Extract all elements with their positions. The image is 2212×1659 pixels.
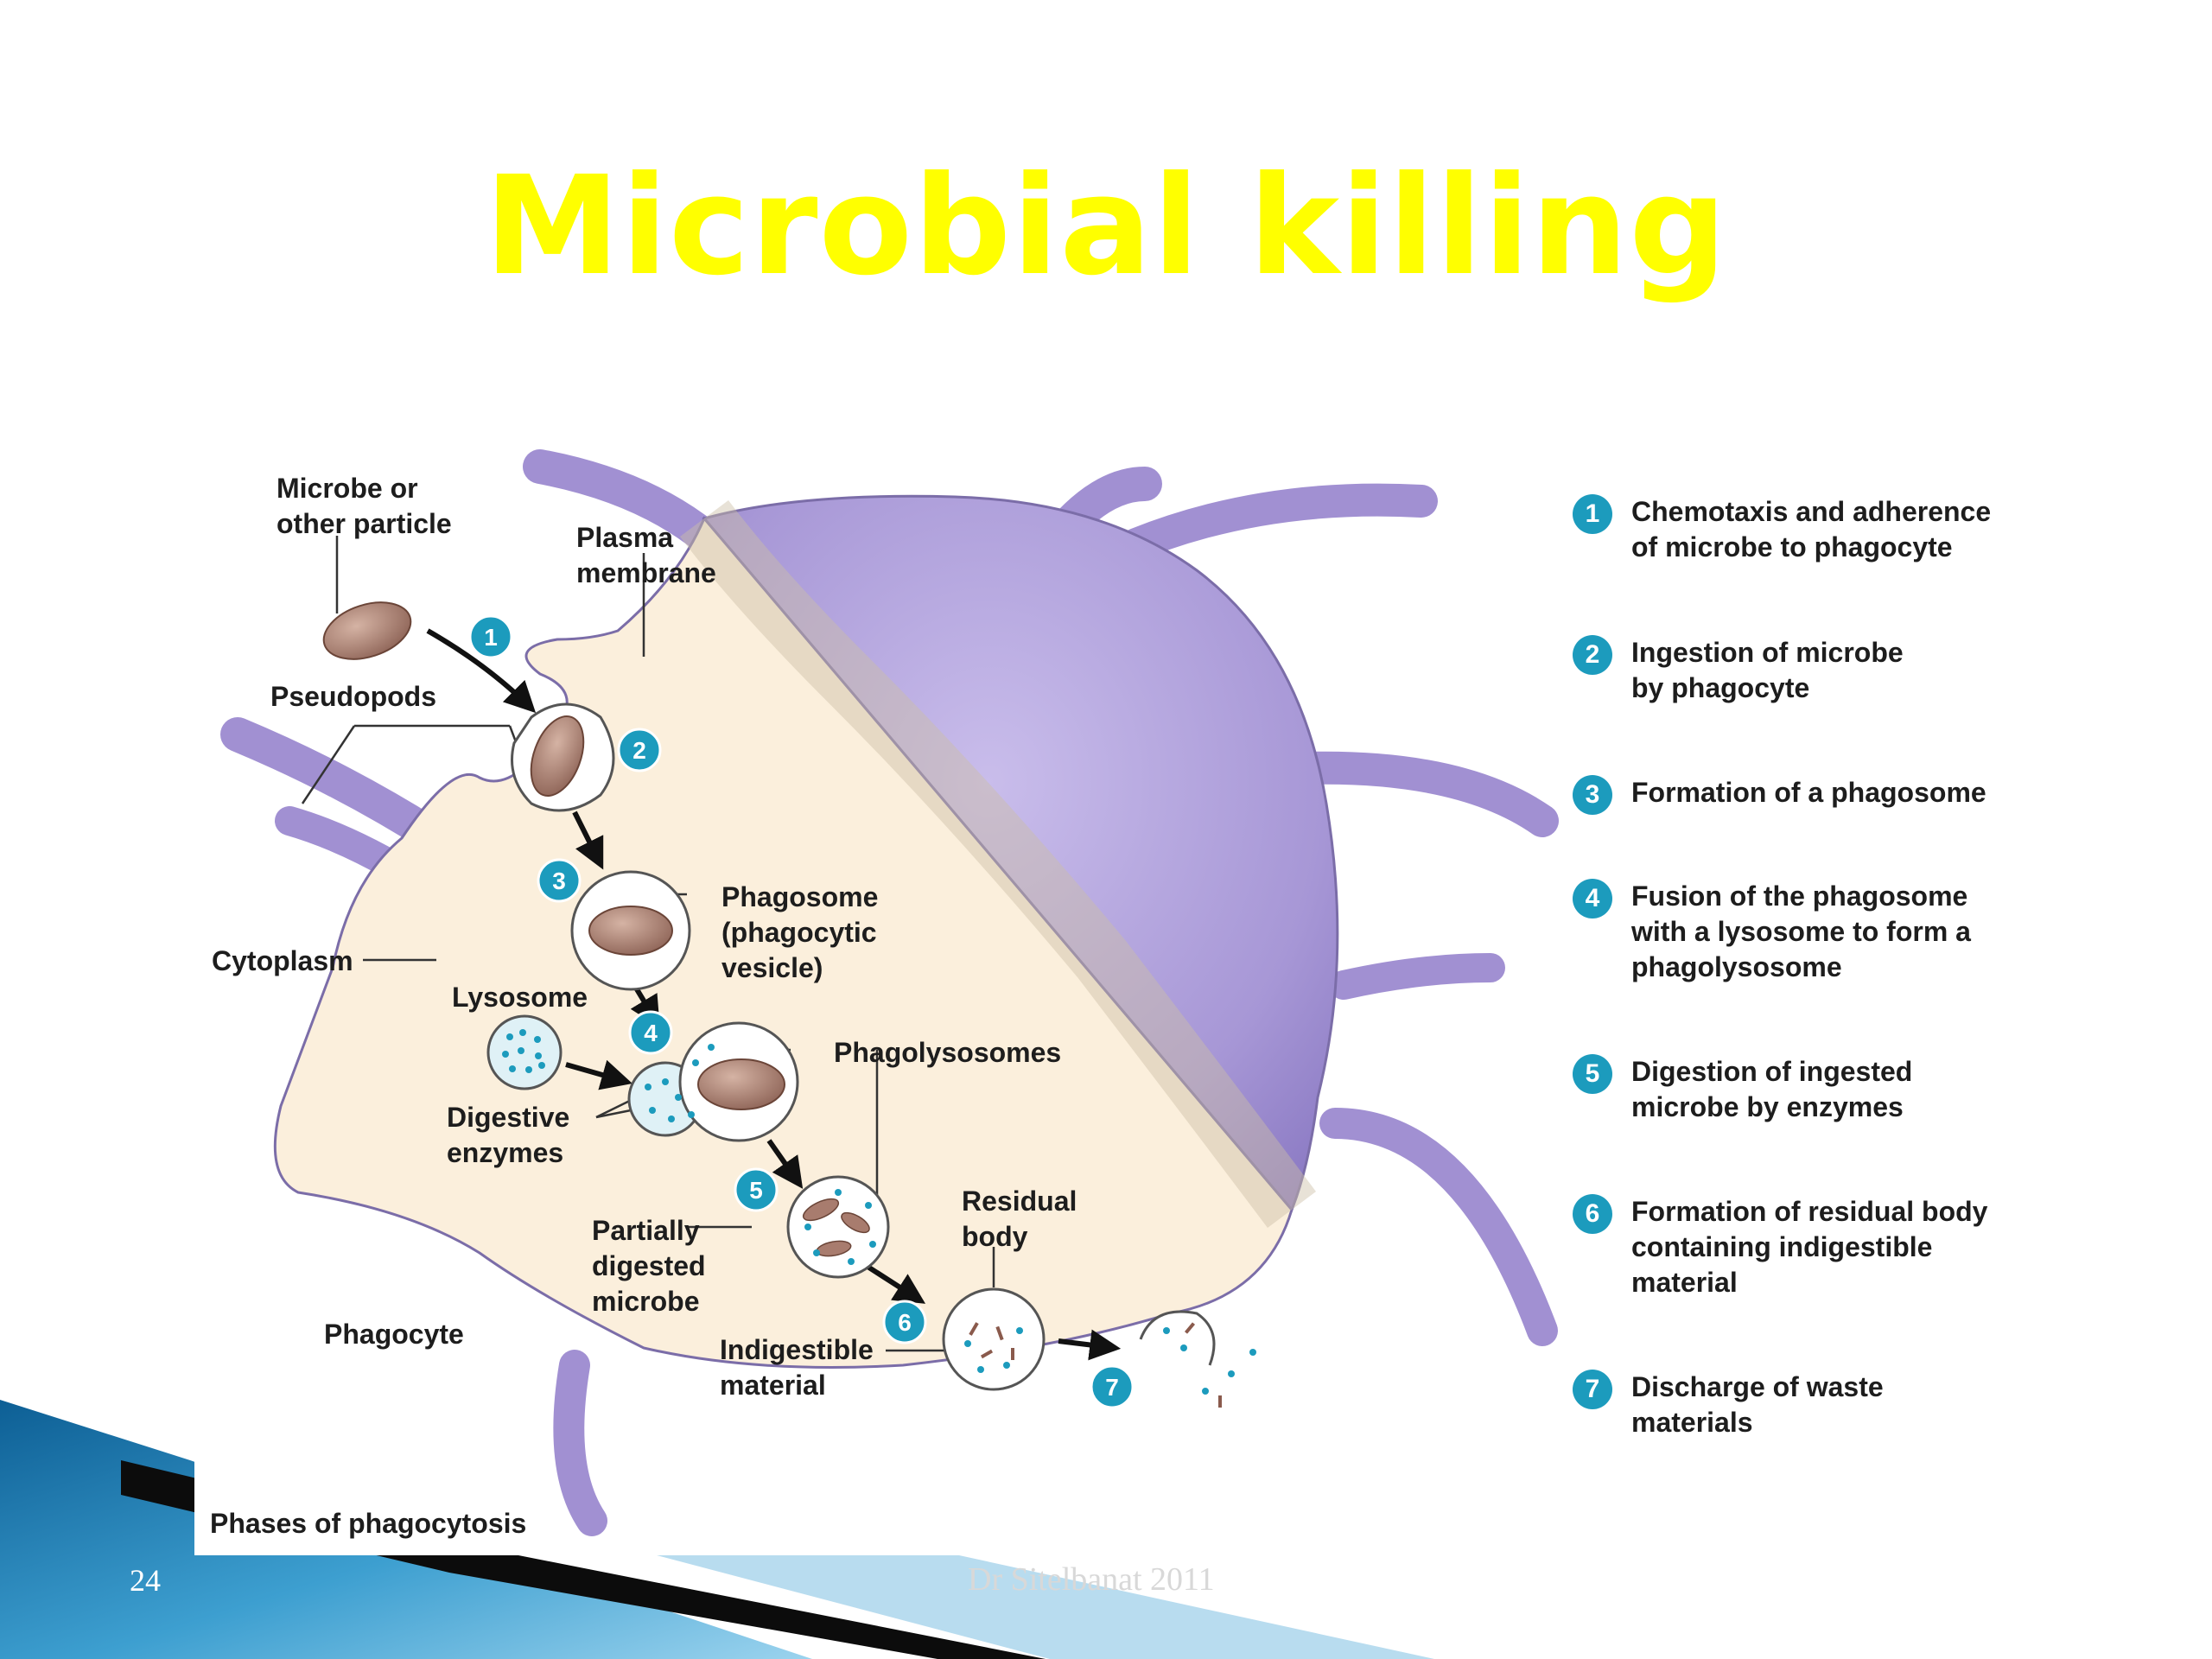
label-phagocyte: Phagocyte [324,1319,464,1350]
label-cytoplasm: Cytoplasm [212,945,353,976]
step-text-7: Discharge of waste materials [1631,1371,1884,1438]
step-badge-7: 7 [1573,1370,1612,1409]
diagram-artwork: 1 2 3 4 5 6 7 [194,432,2113,1555]
diagram-step-numbers: 1 2 3 4 5 6 7 [484,624,1119,1401]
step-text-3: Formation of a phagosome [1631,777,1986,808]
step-badge-6: 6 [1573,1194,1612,1234]
label-residual-body: Residual body [962,1185,1077,1252]
step-item-5: 5 Digestion of ingested microbe by enzym… [1573,1054,1912,1125]
step-text-5: Digestion of ingested microbe by enzymes [1631,1056,1913,1122]
step-item-4: 4 Fusion of the phagosome with a lysosom… [1573,879,1971,985]
label-phagosome: Phagosome (phagocytic vesicle) [721,881,879,983]
label-phagolysosomes: Phagolysosomes [834,1037,1062,1068]
svg-text:2: 2 [632,737,646,764]
discharge-opening [1139,1310,1216,1366]
lysosome-vesicle [486,1014,563,1090]
step-text-4: Fusion of the phagosome with a lysosome … [1631,880,1971,982]
digestion-vesicle [786,1175,890,1279]
step-item-1: 1 Chemotaxis and adherence of microbe to… [1573,494,1991,565]
cell-membrane-shape [702,494,1339,1212]
svg-text:7: 7 [1105,1374,1119,1401]
svg-text:3: 3 [552,868,566,894]
label-partially-digested: Partially digested microbe [592,1215,706,1317]
label-pseudopods: Pseudopods [270,681,437,712]
step-item-7: 7 Discharge of waste materials [1573,1370,1884,1440]
step-text-1: Chemotaxis and adherence of microbe to p… [1631,496,1992,563]
svg-text:4: 4 [644,1020,658,1046]
label-plasma-membrane: Plasma membrane [576,522,716,588]
svg-text:5: 5 [749,1177,763,1204]
step-item-3: 3 Formation of a phagosome [1573,775,1986,815]
step-badge-4: 4 [1573,879,1612,918]
slide-number: 24 [130,1563,161,1598]
step-badge-5: 5 [1573,1054,1612,1094]
label-indigestible: Indigestible material [720,1334,874,1401]
step-item-2: 2 Ingestion of microbe by phagocyte [1573,635,1904,706]
label-microbe: Microbe or other particle [276,473,452,539]
phagocytosis-diagram: 1 2 3 4 5 6 7 Microbe or other particle … [194,432,2113,1555]
slide-title: Microbial killing [484,147,1728,306]
microbe-in-phagosome [588,906,673,956]
footer-credit: Dr Sitelbanat 2011 [968,1561,1215,1598]
step-badge-1: 1 [1573,494,1612,534]
microbe-ingested [530,715,585,798]
residual-body [942,1287,1046,1391]
step-badge-3: 3 [1573,775,1612,815]
label-digestive-enzymes: Digestive enzymes [447,1102,570,1168]
figure-caption: Phases of phagocytosis [210,1508,527,1539]
step-text-6: Formation of residual body containing in… [1631,1196,1988,1298]
diagram-step-badges [468,614,1135,1409]
step-badge-2: 2 [1573,635,1612,675]
lysosome-enzymes [502,1029,545,1073]
svg-text:1: 1 [484,624,498,651]
step-item-6: 6 Formation of residual body containing … [1573,1194,1987,1300]
label-lysosome: Lysosome [452,982,588,1013]
microbe-free [322,601,412,660]
step-text-2: Ingestion of microbe by phagocyte [1631,637,1904,703]
svg-text:6: 6 [898,1309,912,1336]
